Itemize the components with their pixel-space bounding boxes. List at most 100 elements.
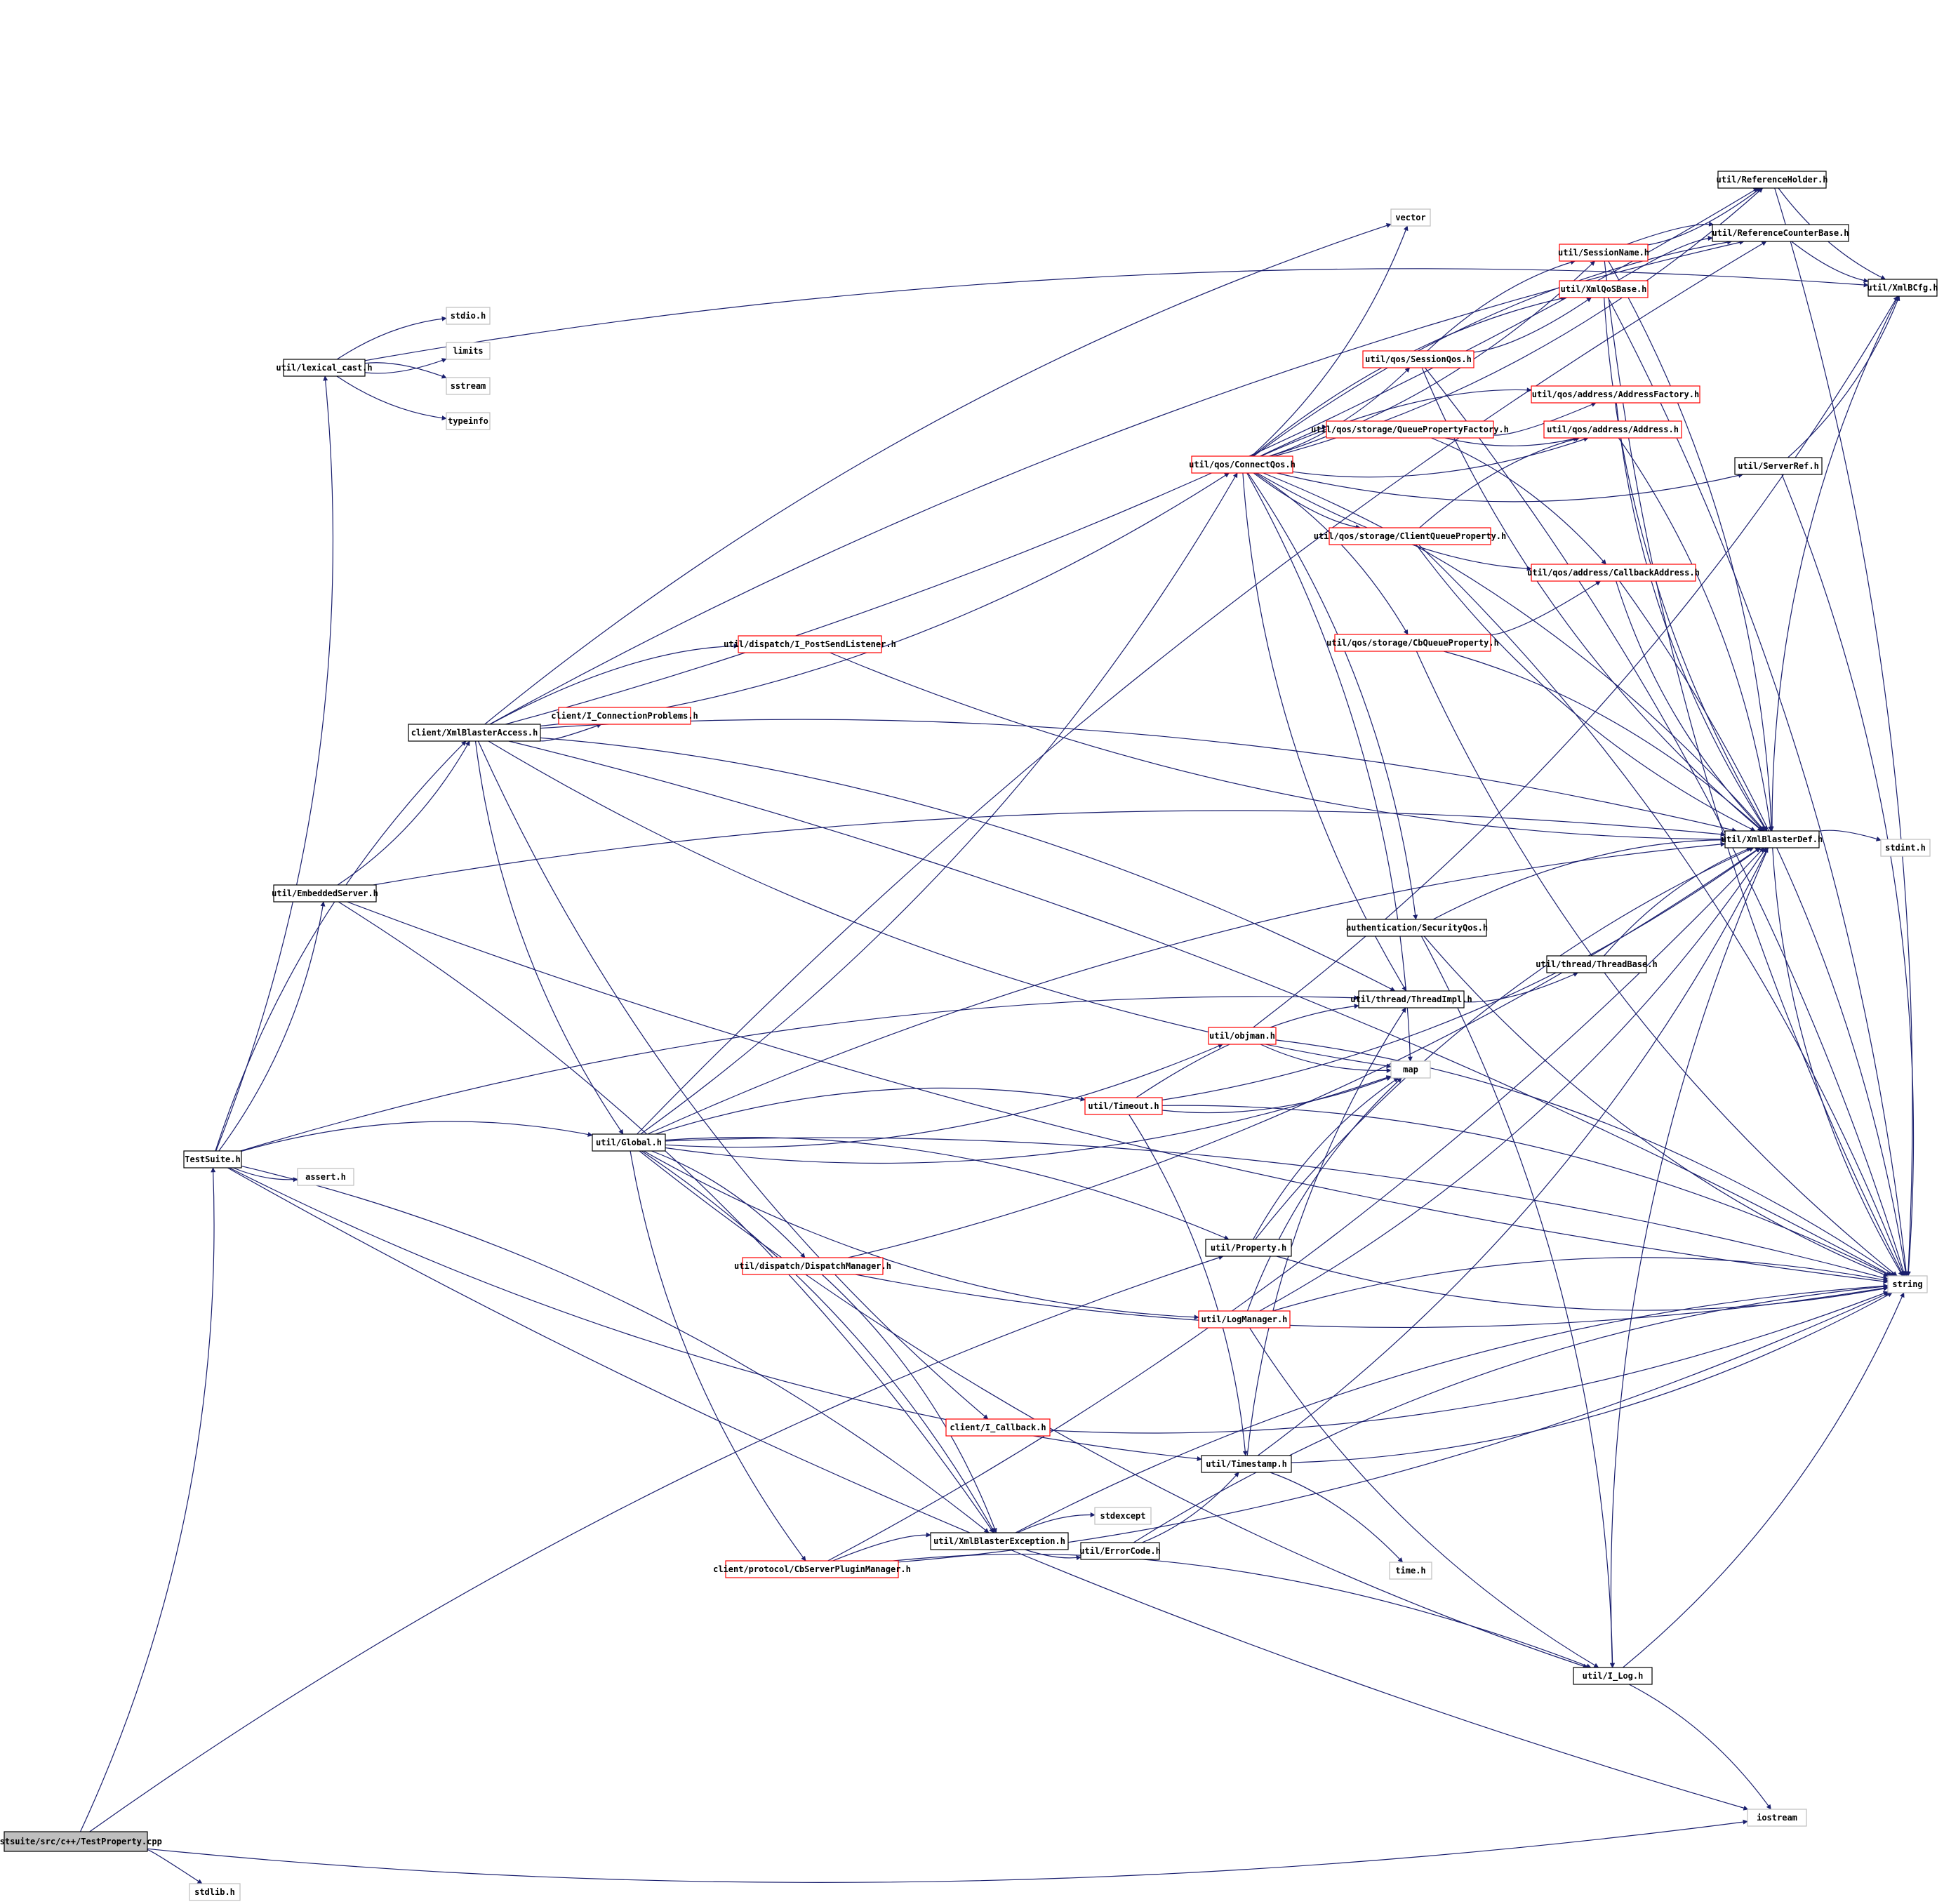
node-root[interactable]: testsuite/src/c++/TestProperty.cpp	[0, 1831, 162, 1852]
node-box-stdio	[446, 307, 491, 325]
node-embedded[interactable]: util/EmbeddedServer.h	[272, 884, 378, 903]
edge-root-to-property	[89, 1255, 1224, 1832]
node-label-lexical: util/lexical_cast.h	[276, 363, 372, 373]
edge-timeout-to-map	[1161, 1076, 1392, 1114]
node-refcount[interactable]: util/ReferenceCounterBase.h	[1712, 224, 1849, 242]
node-property[interactable]: util/Property.h	[1205, 1239, 1292, 1257]
node-label-threadimpl: util/thread/ThreadImpl.h	[1350, 994, 1472, 1004]
node-label-root: testsuite/src/c++/TestProperty.cpp	[0, 1837, 162, 1846]
node-box-address	[1543, 420, 1682, 439]
node-sessname[interactable]: util/SessionName.h	[1558, 244, 1649, 262]
node-box-secqos	[1347, 919, 1487, 937]
edge-qpfact-to-cbaddr	[1431, 437, 1606, 565]
edge-connqos-to-cbqprop	[1255, 472, 1409, 635]
edge-xbaccess-to-postsend	[490, 643, 739, 725]
node-label-xbaccess: client/XmlBlasterAccess.h	[411, 728, 538, 738]
node-testsuite[interactable]: TestSuite.h	[183, 1150, 242, 1169]
edge-timestamp-to-string	[1291, 1292, 1893, 1463]
edge-root-to-testsuite	[79, 1167, 216, 1832]
node-box-global	[592, 1133, 666, 1152]
node-postsend[interactable]: util/dispatch/I_PostSendListener.h	[724, 635, 896, 653]
node-refholder[interactable]: util/ReferenceHolder.h	[1717, 171, 1828, 189]
node-secqos[interactable]: authentication/SecurityQos.h	[1346, 919, 1488, 937]
edge-global-to-xbdef	[647, 841, 1726, 1135]
edge-xbaccess-to-refholder	[505, 187, 1759, 725]
edge-connqos-to-cqprop	[1253, 472, 1361, 530]
edge-testsuite-to-global	[241, 1121, 593, 1152]
node-box-xbdef	[1724, 830, 1820, 848]
edge-logmgr-to-string	[1272, 1257, 1889, 1312]
node-box-property	[1205, 1239, 1292, 1257]
node-box-dispmgr	[742, 1257, 884, 1275]
node-label-cbaddr: util/qos/address/CallbackAddress.h	[1527, 568, 1700, 578]
node-ilog[interactable]: util/I_Log.h	[1573, 1667, 1653, 1685]
node-typeinfo: typeinfo	[446, 412, 491, 430]
edge-icallback-to-string	[1049, 1291, 1889, 1434]
node-global[interactable]: util/Global.h	[592, 1133, 666, 1152]
node-label-cqprop: util/qos/storage/ClientQueueProperty.h	[1314, 531, 1507, 541]
edge-global-to-refcount	[637, 241, 1767, 1135]
node-threadimpl[interactable]: util/thread/ThreadImpl.h	[1350, 990, 1472, 1008]
edge-sessname-to-xbdef	[1608, 260, 1774, 832]
edge-sessname-to-refholder	[1647, 187, 1762, 246]
node-xmlbcfg[interactable]: util/XmlBCfg.h	[1867, 279, 1938, 297]
node-label-dispmgr: util/dispatch/DispatchManager.h	[734, 1261, 891, 1271]
node-cqprop[interactable]: util/qos/storage/ClientQueueProperty.h	[1314, 527, 1507, 545]
node-addrfact[interactable]: util/qos/address/AddressFactory.h	[1531, 385, 1700, 404]
edge-logmgr-to-ilog	[1249, 1327, 1599, 1668]
edge-connqos-to-sessqos	[1269, 367, 1411, 457]
node-xbexc[interactable]: util/XmlBlasterException.h	[930, 1532, 1069, 1550]
node-cbplugin[interactable]: client/protocol/CbServerPluginManager.h	[713, 1560, 911, 1578]
node-label-refcount: util/ReferenceCounterBase.h	[1712, 228, 1849, 238]
node-cbaddr[interactable]: util/qos/address/CallbackAddress.h	[1527, 564, 1700, 582]
edge-cqprop-to-address	[1419, 437, 1580, 528]
node-connqos[interactable]: util/qos/ConnectQos.h	[1189, 455, 1296, 474]
node-serverref[interactable]: util/ServerRef.h	[1734, 457, 1823, 475]
node-logmgr[interactable]: util/LogManager.h	[1198, 1310, 1291, 1329]
edge-ilog-to-string	[1623, 1292, 1905, 1668]
node-icallback[interactable]: client/I_Callback.h	[945, 1418, 1051, 1437]
node-threadbase[interactable]: util/thread/ThreadBase.h	[1536, 955, 1658, 973]
edge-sessqos-to-xbdef	[1421, 367, 1763, 832]
node-qpfact[interactable]: util/qos/storage/QueuePropertyFactory.h	[1311, 420, 1509, 439]
node-lexical[interactable]: util/lexical_cast.h	[276, 359, 373, 377]
node-timeout[interactable]: util/Timeout.h	[1084, 1097, 1163, 1115]
edge-dispmgr-to-xbexc	[821, 1274, 997, 1533]
edge-logmgr-to-map	[1246, 1077, 1402, 1312]
edge-xbaccess-to-global	[474, 740, 624, 1135]
edge-lexical-to-typeinfo	[336, 375, 447, 421]
edge-timeout-to-timestamp	[1129, 1114, 1248, 1456]
edge-cbaddr-to-string	[1619, 580, 1908, 1277]
edge-connqos-to-address	[1292, 437, 1589, 478]
node-box-typeinfo	[446, 412, 491, 430]
node-box-threadimpl	[1358, 990, 1465, 1008]
node-box-xmlqos	[1559, 280, 1649, 298]
node-sessqos[interactable]: util/qos/SessionQos.h	[1362, 350, 1474, 368]
edge-global-to-string	[665, 1137, 1889, 1281]
node-address[interactable]: util/qos/address/Address.h	[1543, 420, 1682, 439]
node-label-cbplugin: client/protocol/CbServerPluginManager.h	[713, 1564, 911, 1574]
node-box-stdexcept	[1094, 1507, 1152, 1525]
node-errcode[interactable]: util/ErrorCode.h	[1079, 1542, 1161, 1560]
node-xbaccess[interactable]: client/XmlBlasterAccess.h	[408, 724, 541, 742]
node-label-global: util/Global.h	[596, 1138, 662, 1147]
edge-testsuite-to-lexical	[215, 375, 334, 1152]
edge-cbplugin-to-ilog	[893, 1553, 1592, 1669]
node-box-qpfact	[1326, 420, 1494, 439]
edge-connqos-to-qpfact	[1260, 424, 1327, 457]
node-box-map	[1390, 1060, 1431, 1079]
edge-embedded-to-xbdef	[373, 810, 1726, 886]
node-timestamp[interactable]: util/Timestamp.h	[1201, 1455, 1292, 1473]
node-xbdef[interactable]: util/XmlBlasterDef.h	[1722, 830, 1823, 848]
node-stdexcept: stdexcept	[1094, 1507, 1152, 1525]
node-dispmgr[interactable]: util/dispatch/DispatchManager.h	[734, 1257, 891, 1275]
node-objman[interactable]: util/objman.h	[1208, 1027, 1277, 1045]
node-iconn[interactable]: client/I_ConnectionProblems.h	[551, 707, 698, 725]
edge-xbaccess-to-threadimpl	[540, 737, 1396, 992]
node-label-refholder: util/ReferenceHolder.h	[1717, 175, 1828, 185]
node-cbqprop[interactable]: util/qos/storage/CbQueueProperty.h	[1326, 634, 1499, 652]
node-xmlqos[interactable]: util/XmlQoSBase.h	[1559, 280, 1649, 298]
edge-embedded-to-string	[347, 901, 1889, 1284]
node-label-xmlqos: util/XmlQoSBase.h	[1561, 284, 1647, 294]
node-string: string	[1887, 1275, 1928, 1293]
